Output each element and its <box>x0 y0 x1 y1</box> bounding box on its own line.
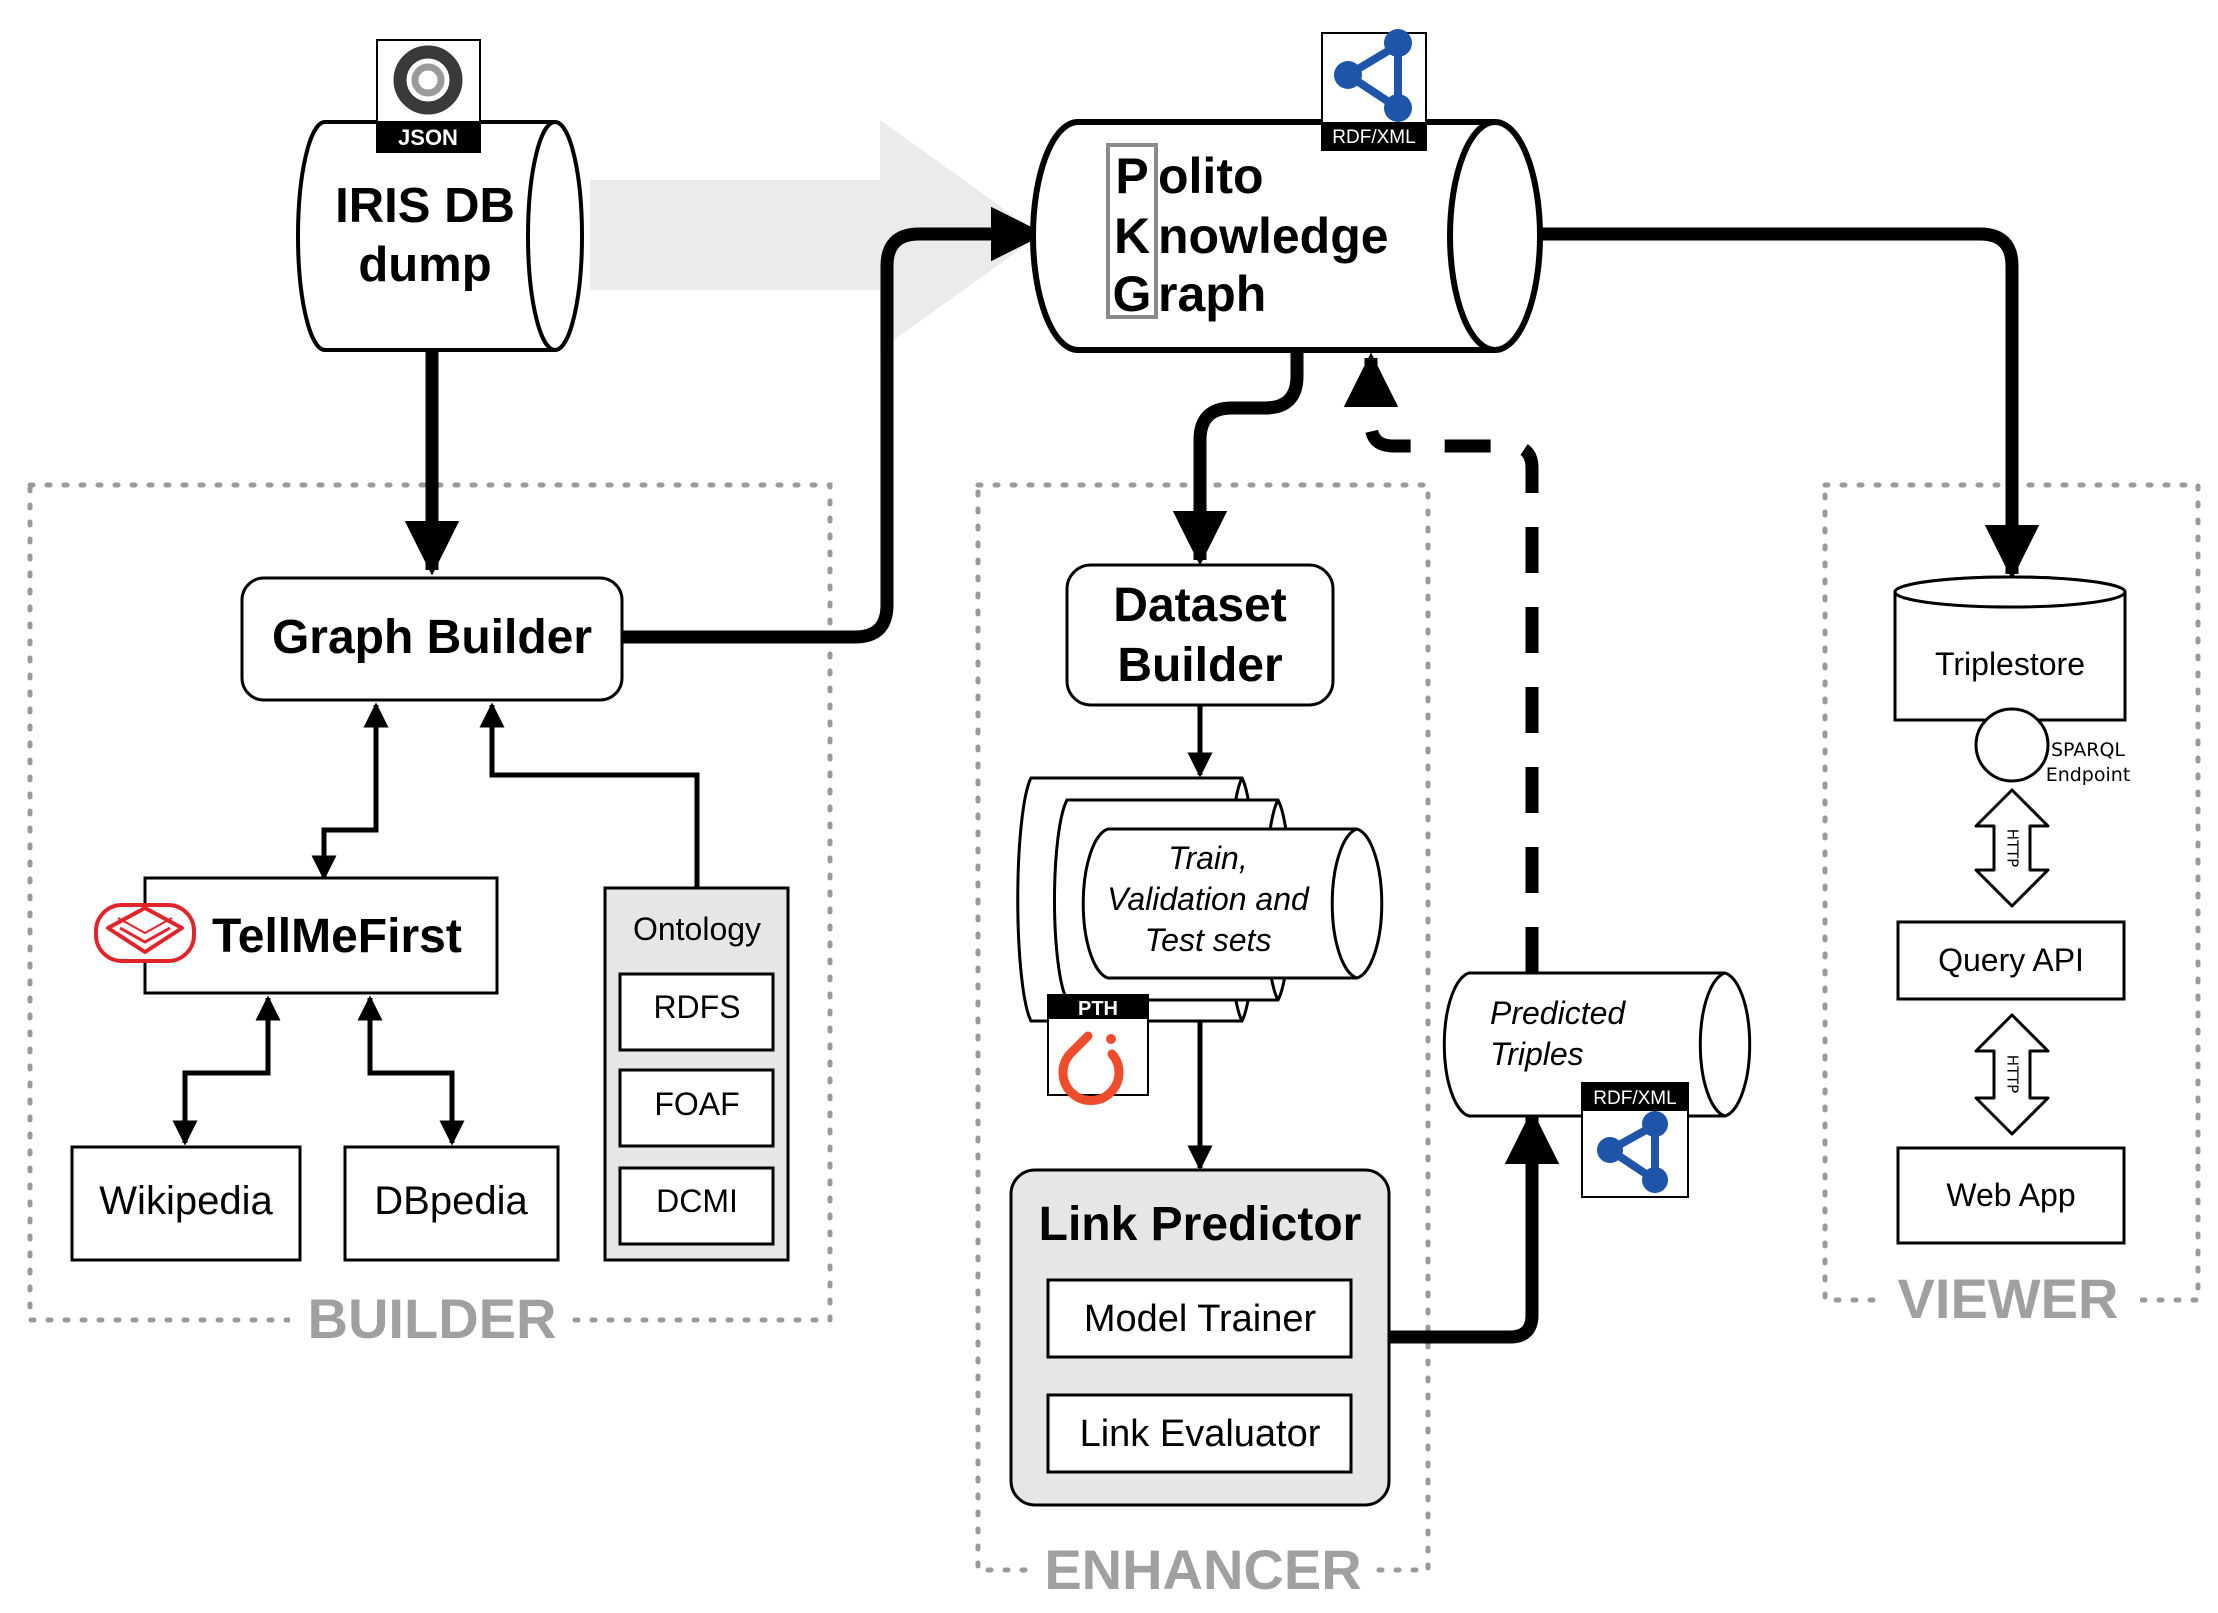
predicted-rdf-badge: RDF/XML <box>1593 1088 1676 1109</box>
ontology-title: Ontology <box>633 911 761 947</box>
iris-db-dump[interactable]: IRIS DB dump <box>296 120 584 352</box>
dataset-builder-label-line2: Builder <box>1117 639 1282 692</box>
triplestore[interactable]: Triplestore <box>1893 575 2127 722</box>
json-badge: JSON <box>398 125 458 150</box>
kg-initial-g: G <box>1113 266 1152 322</box>
datasets-stack[interactable]: Train, Validation and Test sets <box>1016 776 1384 1023</box>
web-app-box[interactable]: Web App <box>1896 1146 2126 1245</box>
tellmefirst-box[interactable]: TellMeFirst <box>143 876 499 995</box>
tellmefirst-logo-icon <box>94 903 196 963</box>
kg-initial-p: P <box>1115 148 1148 204</box>
enhancer-group-label: ENHANCER <box>1044 1538 1361 1601</box>
kg-initial-k: K <box>1114 208 1150 264</box>
builder-group-label: BUILDER <box>308 1287 557 1350</box>
datasets-label-line1: Train, <box>1168 840 1247 876</box>
graph-builder-label: Graph Builder <box>272 611 592 664</box>
http-arrow-bottom: HTTP <box>1974 1013 2050 1136</box>
link-predictor-title: Link Predictor <box>1039 1198 1362 1251</box>
kg-rdf-badge: RDF/XML <box>1332 127 1415 148</box>
http-arrow-top: HTTP <box>1974 788 2050 908</box>
sparql-label-line1: SPARQL <box>2051 739 2125 761</box>
ontology-item-foaf-label: FOAF <box>654 1086 739 1122</box>
tellmefirst-graphbuilder-arrow <box>311 702 389 881</box>
dbpedia-label: DBpedia <box>374 1179 528 1223</box>
polito-knowledge-graph[interactable]: P K G olito nowledge raph <box>1030 119 1543 353</box>
ontology-to-graphbuilder-arrow <box>479 702 700 888</box>
enhancer-group: ENHANCER <box>975 482 1431 1601</box>
sparql-endpoint[interactable]: SPARQL Endpoint <box>1974 707 2131 786</box>
ontology-item-dcmi-label: DCMI <box>656 1183 738 1219</box>
wikipedia-tellmefirst-arrow <box>172 995 281 1146</box>
link-evaluator-box[interactable]: Link Evaluator <box>1046 1393 1353 1474</box>
json-logo-icon: JSON <box>376 39 481 153</box>
builder-group: BUILDER <box>27 482 833 1350</box>
pth-badge: PTH <box>1078 998 1118 1020</box>
http-label-top: HTTP <box>2004 829 2022 867</box>
ontology-item-rdfs-label: RDFS <box>653 989 740 1025</box>
kg-word-olito: olito <box>1158 148 1264 204</box>
predicted-triples[interactable]: Predicted Triples <box>1442 971 1752 1118</box>
wikipedia-label: Wikipedia <box>99 1179 273 1223</box>
datasets-label-line3: Test sets <box>1145 922 1272 958</box>
dataset-builder-label-line1: Dataset <box>1113 579 1286 632</box>
graph-builder-box[interactable]: Graph Builder <box>240 576 624 702</box>
predicted-rdf-logo-icon: RDF/XML <box>1581 1082 1689 1198</box>
query-api-box[interactable]: Query API <box>1896 920 2126 1001</box>
viewer-group-label: VIEWER <box>1898 1267 2119 1330</box>
predicted-to-kg-arrow <box>1343 352 1539 973</box>
iris-db-label-line1: IRIS DB <box>335 179 515 233</box>
dataset-builder-box[interactable]: Dataset Builder <box>1065 563 1335 707</box>
http-label-bottom: HTTP <box>2004 1055 2022 1093</box>
predictor-to-triples-arrow <box>1390 1109 1560 1344</box>
ontology-item-foaf[interactable]: FOAF <box>618 1068 775 1148</box>
dbpedia-box[interactable]: DBpedia <box>343 1145 560 1262</box>
ontology-item-dcmi[interactable]: DCMI <box>618 1166 775 1246</box>
builder-to-kg-arrow <box>622 206 1046 644</box>
model-trainer-label: Model Trainer <box>1084 1298 1317 1340</box>
dbpedia-tellmefirst-arrow <box>357 995 465 1146</box>
datasets-label-line2: Validation and <box>1107 881 1310 917</box>
kg-to-triplestore-arrow <box>1540 227 2040 580</box>
sparql-label-line2: Endpoint <box>2046 764 2131 786</box>
kg-word-nowledge: nowledge <box>1158 208 1389 264</box>
predicted-triples-label-line2: Triples <box>1490 1036 1584 1072</box>
link-evaluator-label: Link Evaluator <box>1080 1413 1321 1455</box>
rdf-logo-icon: RDF/XML <box>1321 29 1427 151</box>
import-flow-arrow <box>590 120 1040 350</box>
predicted-triples-label-line1: Predicted <box>1490 995 1626 1031</box>
kg-to-dataset-arrow <box>1172 352 1304 566</box>
wikipedia-box[interactable]: Wikipedia <box>70 1145 302 1262</box>
web-app-label: Web App <box>1946 1177 2075 1213</box>
kg-word-raph: raph <box>1158 266 1266 322</box>
ontology-item-rdfs[interactable]: RDFS <box>618 972 775 1052</box>
link-predictor-panel: Link Predictor Model Trainer Link Evalua… <box>1009 1168 1391 1507</box>
ontology-panel: Ontology RDFS FOAF DCMI <box>603 886 790 1262</box>
tellmefirst-label: TellMeFirst <box>212 910 462 963</box>
triplestore-label: Triplestore <box>1935 646 2085 682</box>
model-trainer-box[interactable]: Model Trainer <box>1046 1278 1353 1359</box>
pytorch-logo-icon: PTH <box>1047 994 1149 1106</box>
iris-db-label-line2: dump <box>358 238 491 292</box>
query-api-label: Query API <box>1938 942 2084 978</box>
